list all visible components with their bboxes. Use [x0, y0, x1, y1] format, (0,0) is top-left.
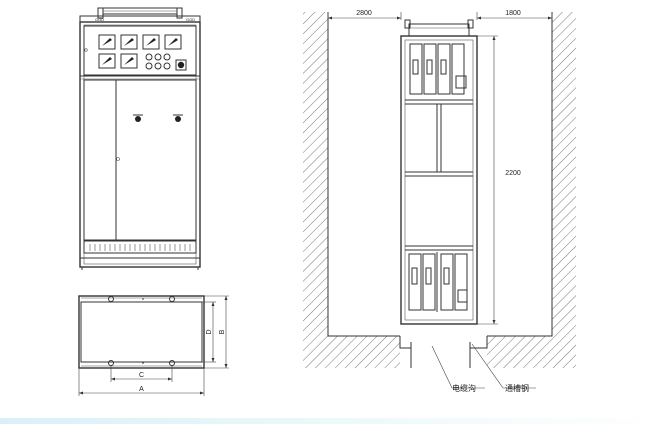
ventilation-grille: [83, 240, 197, 254]
dim-label-d: D: [206, 329, 213, 334]
mounting-hole-icon: [169, 296, 175, 302]
upper-breaker-group: [409, 43, 467, 95]
indicator-lamp-icon: [163, 62, 171, 70]
callout-channel-steel: 通槽钢: [505, 383, 529, 393]
selector-switch-icon: [175, 59, 187, 71]
indicator-lamp-icon: [163, 53, 171, 61]
leader-channel: [471, 343, 504, 389]
meter-icon: [98, 53, 116, 69]
plan-view: C A D B: [78, 295, 229, 396]
indicator-lamp-icon: [154, 53, 162, 61]
dim-label-b: B: [219, 329, 226, 334]
door-handle-icon: [173, 114, 183, 122]
meter-icon: [98, 34, 116, 50]
indicator-lamp-icon: [145, 62, 153, 70]
mounting-hole-icon: [108, 296, 114, 302]
main-door-panel: [115, 79, 197, 241]
dim-label-1800: 1800: [505, 10, 521, 17]
room-section-view: 2800 1800 2200 电缆沟 通槽钢: [303, 10, 576, 393]
wall-outline: [327, 12, 553, 337]
dim-label-2200: 2200: [505, 170, 521, 177]
plan-outline: [78, 295, 205, 369]
bottom-accent-band: [0, 418, 658, 424]
callout-cable-trench: 电缆沟: [452, 383, 476, 393]
dim-label-2800: 2800: [356, 10, 372, 17]
meter-icon: [164, 34, 182, 50]
meter-icon: [120, 53, 138, 69]
cabinet-base: [79, 257, 201, 268]
meter-icon: [120, 34, 138, 50]
mounting-hole-icon: [169, 360, 175, 366]
top-left-mark: GGD: [95, 17, 104, 22]
lower-breaker-group: [408, 253, 468, 311]
wall-floor-hatch: [303, 12, 576, 368]
meter-row-top: [98, 34, 182, 50]
door-handle-icon: [133, 114, 143, 122]
mounting-hole-icon: [108, 360, 114, 366]
vent-slots: [89, 244, 191, 251]
meter-icon: [142, 34, 160, 50]
top-right-mark: GGD: [186, 17, 195, 22]
cabinet-body: [79, 21, 201, 268]
dim-label-a: A: [139, 386, 144, 393]
left-door-panel: [83, 79, 117, 241]
instrument-panel: [83, 25, 197, 76]
leader-trench: [431, 345, 453, 389]
front-elevation-view: GGD GGD: [79, 7, 201, 270]
indicator-lamp-icon: [145, 53, 153, 61]
hinge-icon: [116, 157, 120, 161]
dim-label-c: C: [139, 372, 144, 379]
meter-row-bottom: [98, 53, 187, 71]
indicator-lamp-icon: [154, 62, 162, 70]
